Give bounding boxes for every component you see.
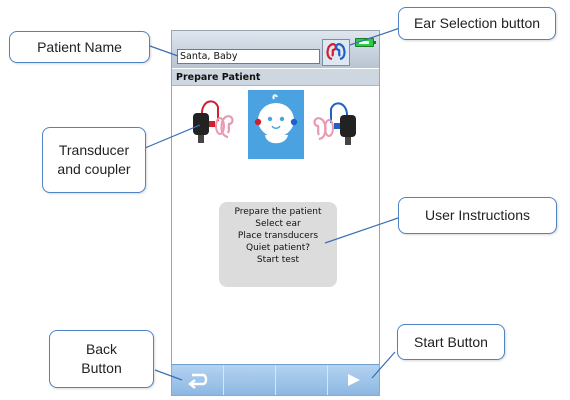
instruction-line: Prepare the patient [234,207,322,217]
ear-selection-button[interactable] [322,39,350,66]
baby-head-illustration [248,90,304,159]
left-transducer-coupler-icon [193,100,234,143]
start-button-callout: Start Button [397,324,505,360]
back-button-callout: Back Button [49,330,154,388]
ear-icon [326,43,346,61]
play-icon [348,374,360,386]
transducer-callout: Transducer and coupler [42,127,146,193]
ear-selection-callout: Ear Selection button [398,7,556,40]
start-button[interactable] [328,365,379,395]
patient-name-callout: Patient Name [9,31,150,63]
instruction-line: Select ear [255,219,301,229]
user-instructions-callout: User Instructions [398,197,557,234]
back-button[interactable] [172,365,224,395]
baby-head-icon [254,94,298,144]
instruction-line: Quiet patient? [245,243,311,253]
top-bar: Santa, Baby [172,31,379,68]
bottom-slot-empty[interactable] [276,365,328,395]
instruction-line: Place transducers [237,231,319,241]
device-screen: Santa, Baby Prepare Patient [171,30,380,396]
bottom-button-bar [172,364,379,395]
patient-name-field[interactable]: Santa, Baby [177,49,320,64]
battery-icon [355,38,376,47]
return-arrow-icon [188,373,208,389]
user-instructions-panel: Prepare the patient Select ear Place tra… [219,202,337,287]
instruction-line: Start test [256,255,300,265]
bottom-slot-empty[interactable] [224,365,276,395]
section-title: Prepare Patient [172,69,379,86]
right-transducer-coupler-icon [313,102,356,145]
